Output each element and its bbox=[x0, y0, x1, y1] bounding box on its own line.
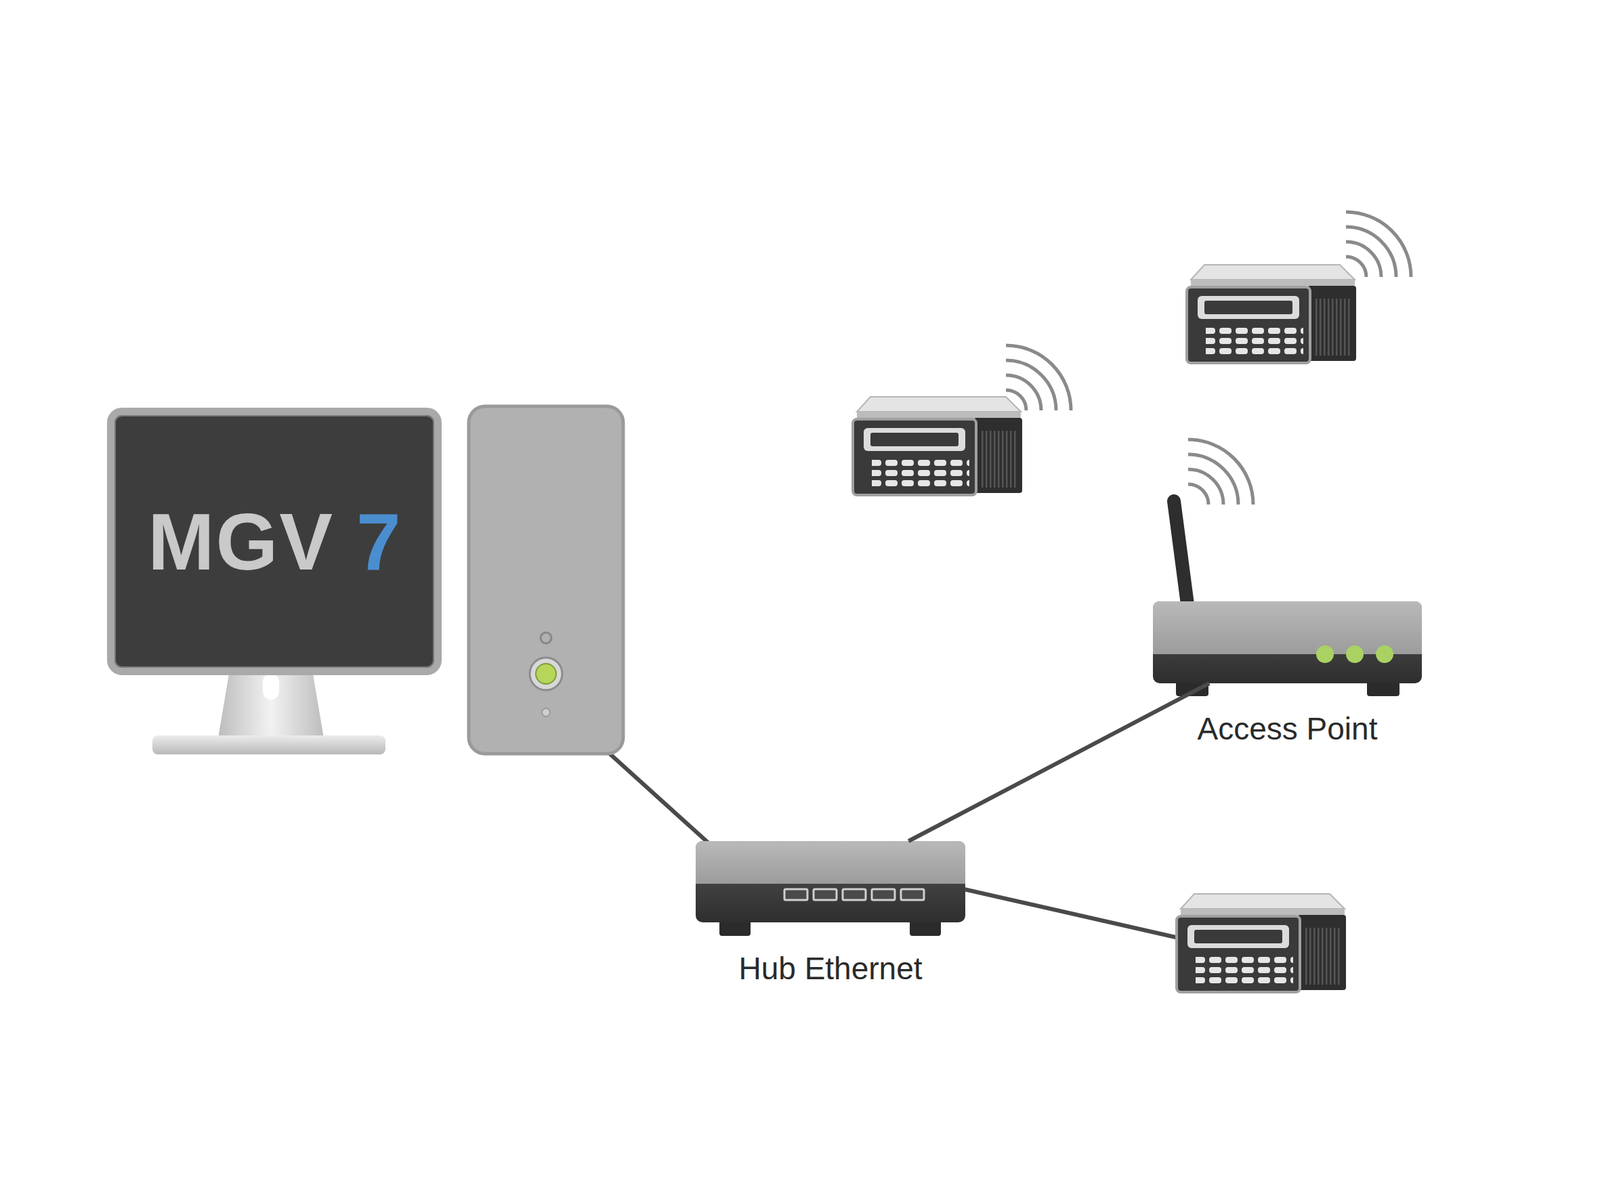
wifi-signal bbox=[1345, 212, 1412, 278]
ap-antenna bbox=[1173, 501, 1189, 610]
wifi-signal bbox=[1005, 345, 1071, 411]
wifi-signal bbox=[1188, 439, 1254, 505]
weighing-scale bbox=[852, 396, 1023, 496]
tower-port bbox=[541, 708, 551, 717]
hub-ports bbox=[784, 889, 924, 901]
hub-top bbox=[695, 841, 966, 884]
weighing-scale bbox=[1176, 894, 1346, 993]
hub-body bbox=[695, 841, 966, 923]
pc-tower bbox=[468, 406, 624, 754]
tower-led bbox=[540, 632, 552, 644]
connector-line bbox=[908, 683, 1210, 842]
ap-body bbox=[1152, 601, 1422, 684]
ap-light bbox=[1316, 645, 1334, 664]
ethernet-cable bbox=[963, 889, 1179, 939]
device-label: Hub Ethernet bbox=[738, 950, 922, 987]
ethernet-hub: Hub Ethernet bbox=[695, 841, 966, 924]
power-button-light bbox=[535, 663, 557, 685]
monitor-base bbox=[152, 735, 386, 755]
access-point: Access Point bbox=[1152, 601, 1422, 684]
ap-light bbox=[1345, 645, 1364, 664]
power-button bbox=[529, 657, 563, 691]
weighing-scale bbox=[1186, 264, 1357, 364]
monitor-stand-slot bbox=[262, 674, 280, 700]
monitor-stand bbox=[218, 674, 324, 739]
ethernet-cable bbox=[908, 683, 1210, 842]
ethernet-cable bbox=[608, 753, 708, 843]
ap-light bbox=[1375, 645, 1394, 664]
device-label: Access Point bbox=[1197, 710, 1378, 748]
screen-title: MGV bbox=[147, 495, 334, 588]
screen-version: 7 bbox=[356, 495, 402, 588]
monitor-screen: MGV7 bbox=[107, 407, 442, 676]
